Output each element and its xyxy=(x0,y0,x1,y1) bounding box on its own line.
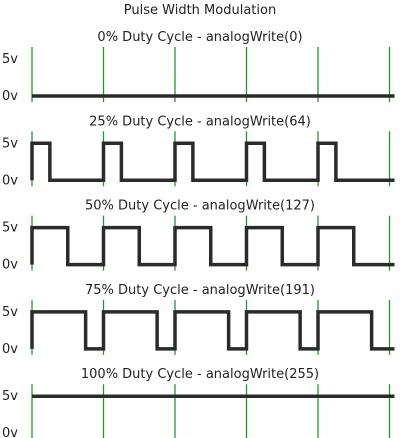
low-voltage-label: 0v xyxy=(2,426,18,438)
pwm-signal-line xyxy=(30,141,395,183)
high-voltage-label: 5v xyxy=(2,305,18,320)
panel-title: 75% Duty Cycle - analogWrite(191) xyxy=(85,283,315,298)
pwm-panel: 25% Duty Cycle - analogWrite(64) 5v 0v xyxy=(2,114,395,188)
low-voltage-label: 0v xyxy=(2,89,18,104)
panel-title: 100% Duty Cycle - analogWrite(255) xyxy=(81,367,319,382)
high-voltage-label: 5v xyxy=(2,221,18,236)
panel-title: 50% Duty Cycle - analogWrite(127) xyxy=(85,199,315,214)
pwm-panel: 50% Duty Cycle - analogWrite(127) 5v 0v xyxy=(2,199,395,273)
diagram-title: Pulse Width Modulation xyxy=(124,3,276,18)
panel-title: 25% Duty Cycle - analogWrite(64) xyxy=(89,114,311,129)
high-voltage-label: 5v xyxy=(2,136,18,151)
high-voltage-label: 5v xyxy=(2,389,18,404)
high-voltage-label: 5v xyxy=(2,52,18,67)
pwm-panel: 75% Duty Cycle - analogWrite(191) 5v 0v xyxy=(2,283,395,357)
low-voltage-label: 0v xyxy=(2,258,18,273)
low-voltage-label: 0v xyxy=(2,173,18,188)
pwm-panel: 100% Duty Cycle - analogWrite(255) 5v 0v xyxy=(2,367,395,438)
pwm-signal-line xyxy=(30,310,395,351)
pwm-panel: 0% Duty Cycle - analogWrite(0) 5v 0v xyxy=(2,30,395,104)
panel-title: 0% Duty Cycle - analogWrite(0) xyxy=(97,30,302,45)
low-voltage-label: 0v xyxy=(2,342,18,357)
pwm-signal-line xyxy=(30,225,395,267)
